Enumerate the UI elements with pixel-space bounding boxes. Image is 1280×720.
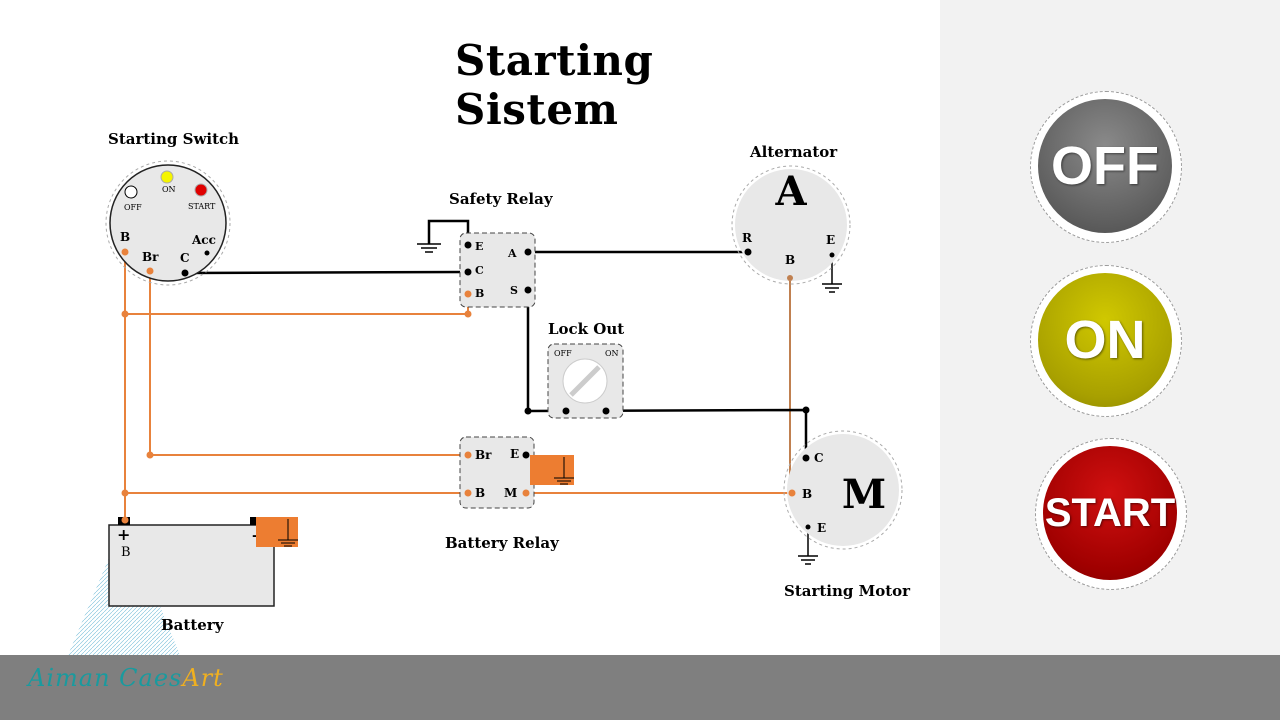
battery-relay-m-label: M xyxy=(504,486,517,500)
motor-c-label: C xyxy=(814,451,824,465)
battery-b-label: B xyxy=(121,545,131,560)
off-button[interactable]: OFF xyxy=(1038,99,1172,233)
battery-relay-ground-icon xyxy=(530,455,574,485)
battery-relay-br-label: Br xyxy=(475,448,492,462)
brand-accent-text: Art xyxy=(182,664,224,692)
battery-relay-label: Battery Relay xyxy=(445,534,560,552)
motor-symbol: M xyxy=(842,471,886,518)
wire-switch-br-to-battery-relay-br xyxy=(149,271,468,456)
alternator-e-label: E xyxy=(826,233,835,247)
lock-out-label: Lock Out xyxy=(548,320,624,338)
control-panel: OFF ON START xyxy=(940,0,1280,655)
alternator-symbol: A xyxy=(774,168,807,215)
battery-relay-e-label: E xyxy=(510,447,519,461)
start-indicator-icon xyxy=(194,183,208,197)
battery-ground-icon xyxy=(256,517,298,547)
safety-relay: Safety Relay E C B A S xyxy=(121,190,554,318)
alternator: Alternator A R B E xyxy=(731,143,851,285)
alternator-label: Alternator xyxy=(749,143,838,161)
black-wires xyxy=(184,219,833,556)
safety-relay-s-label: S xyxy=(510,284,518,297)
starting-switch: OFF ON START B Br C Acc Starting Switch xyxy=(105,130,239,286)
starting-switch-label: Starting Switch xyxy=(108,130,239,148)
battery-plus-label: + xyxy=(117,525,130,544)
switch-on-label: ON xyxy=(162,185,176,194)
battery: + B - Battery xyxy=(68,516,298,655)
brand-logo: Aiman CaesArt xyxy=(28,664,224,692)
on-indicator-icon xyxy=(160,170,174,184)
footer-bar xyxy=(0,655,1280,720)
alternator-b-label: B xyxy=(785,253,795,267)
on-button[interactable]: ON xyxy=(1038,273,1172,407)
starting-motor-label: Starting Motor xyxy=(784,582,911,600)
wire-safety-relay-s-to-motor-c xyxy=(526,290,808,458)
lock-out: Lock Out OFF ON xyxy=(524,320,810,419)
battery-relay: Battery Relay Br E B M xyxy=(121,436,574,552)
brand-main-text: Aiman Caes xyxy=(28,664,183,692)
motor-e-label: E xyxy=(817,521,826,535)
switch-c-terminal-label: C xyxy=(180,251,190,265)
orange-wires xyxy=(124,252,792,520)
safety-relay-c-label: C xyxy=(475,264,484,277)
wiring-diagram: OFF ON START B Br C Acc Starting Switch … xyxy=(68,130,911,655)
wire-switch-c-to-safety-relay-c xyxy=(184,270,469,275)
switch-acc-terminal-label: Acc xyxy=(191,233,216,247)
motor-b-label: B xyxy=(802,487,812,501)
switch-off-label: OFF xyxy=(124,203,142,212)
start-button[interactable]: START xyxy=(1043,446,1177,580)
ground-icon xyxy=(822,283,842,293)
battery-relay-b-label: B xyxy=(475,486,485,500)
lock-out-on-label: ON xyxy=(605,349,619,358)
battery-label: Battery xyxy=(161,616,225,634)
safety-relay-a-label: A xyxy=(507,247,517,260)
battery-minus-label: - xyxy=(252,528,258,544)
safety-relay-b-label: B xyxy=(475,287,484,300)
switch-b-terminal-label: B xyxy=(120,230,130,244)
diagram-canvas: Starting Sistem xyxy=(68,36,912,655)
alternator-r-label: R xyxy=(742,231,753,245)
switch-br-terminal-label: Br xyxy=(142,250,159,264)
safety-relay-label: Safety Relay xyxy=(449,190,554,208)
ground-icon xyxy=(417,243,441,253)
lock-out-off-label: OFF xyxy=(554,349,572,358)
safety-relay-e-label: E xyxy=(475,240,483,253)
ground-icon xyxy=(798,555,818,565)
starting-motor: Starting Motor M C B E xyxy=(783,430,911,600)
wire-switch-b-to-safety-relay-b xyxy=(125,294,469,315)
off-indicator-icon xyxy=(124,185,138,199)
page-title: Starting Sistem xyxy=(455,36,654,134)
switch-start-label: START xyxy=(188,202,216,211)
